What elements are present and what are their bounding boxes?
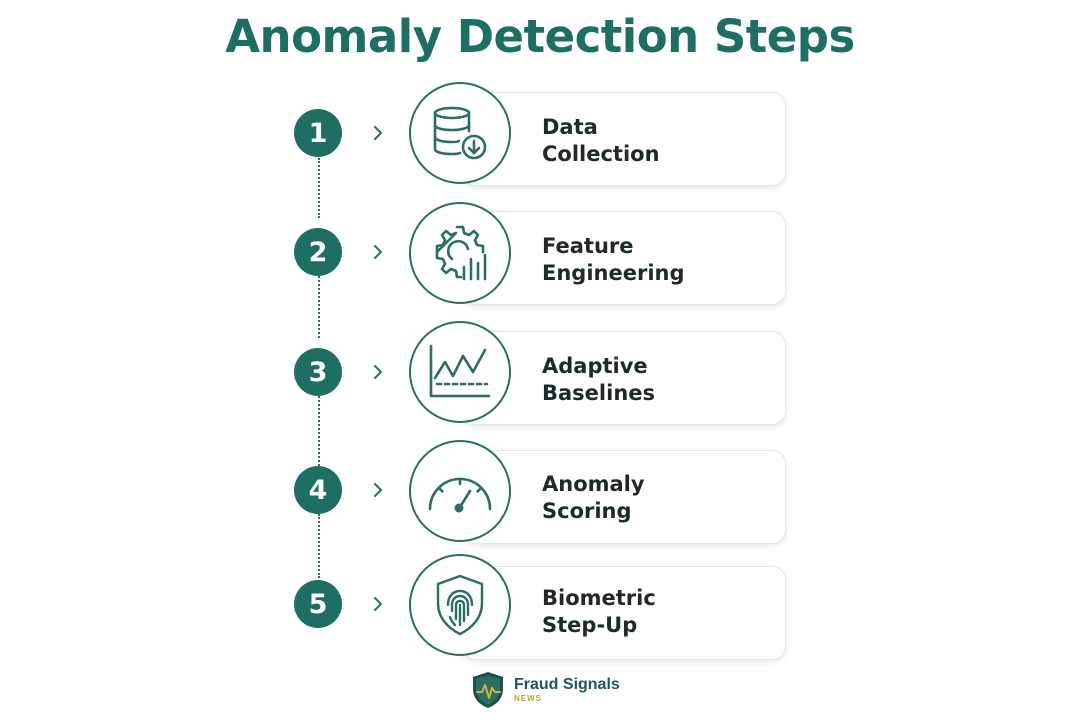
chevron-right-icon — [374, 365, 382, 379]
shield-pulse-logo-icon — [473, 672, 503, 708]
step-label-line2: Baselines — [542, 381, 656, 405]
step-label-line1: Data — [542, 115, 598, 139]
database-download-icon — [433, 106, 487, 160]
step-connector — [318, 396, 320, 466]
step-connector — [318, 158, 320, 218]
step-label: Data Collection — [542, 114, 660, 168]
step-label-line1: Feature — [542, 234, 634, 258]
step-number: 4 — [294, 466, 342, 514]
step-label: Biometric Step-Up — [542, 585, 656, 639]
chevron-right-icon — [374, 126, 382, 140]
icon-circle — [409, 202, 511, 304]
step-label-line1: Anomaly — [542, 472, 645, 496]
brand-sub: NEWS — [514, 694, 542, 703]
fingerprint-shield-icon — [436, 574, 484, 636]
step-card — [462, 331, 786, 425]
step-card — [462, 566, 786, 660]
step-label-line2: Collection — [542, 142, 660, 166]
step-label: Adaptive Baselines — [542, 353, 655, 407]
step-card — [462, 450, 786, 544]
brand-name: Fraud Signals — [514, 676, 620, 693]
step-number: 1 — [294, 109, 342, 157]
gear-bar-chart-icon — [435, 225, 487, 281]
step-number: 2 — [294, 228, 342, 276]
step-label-line2: Scoring — [542, 499, 632, 523]
icon-circle — [409, 440, 511, 542]
step-label-line2: Engineering — [542, 261, 685, 285]
icon-circle — [409, 82, 511, 184]
page-title: Anomaly Detection Steps — [225, 10, 855, 63]
brand-logo: Fraud Signals NEWS — [470, 669, 620, 711]
step-connector — [318, 276, 320, 338]
chevron-right-icon — [374, 245, 382, 259]
step-number: 5 — [294, 580, 342, 628]
chevron-right-icon — [374, 483, 382, 497]
step-connector — [318, 514, 320, 578]
step-label-line1: Biometric — [542, 586, 656, 610]
step-label: Feature Engineering — [542, 233, 685, 287]
step-label-line1: Adaptive — [542, 354, 648, 378]
step-label: Anomaly Scoring — [542, 471, 645, 525]
icon-circle — [409, 554, 511, 656]
icon-circle — [409, 321, 511, 423]
step-number: 3 — [294, 348, 342, 396]
chevron-right-icon — [374, 597, 382, 611]
line-chart-baseline-icon — [429, 344, 491, 398]
step-card — [462, 92, 786, 186]
step-label-line2: Step-Up — [542, 613, 638, 637]
gauge-icon — [428, 477, 492, 513]
